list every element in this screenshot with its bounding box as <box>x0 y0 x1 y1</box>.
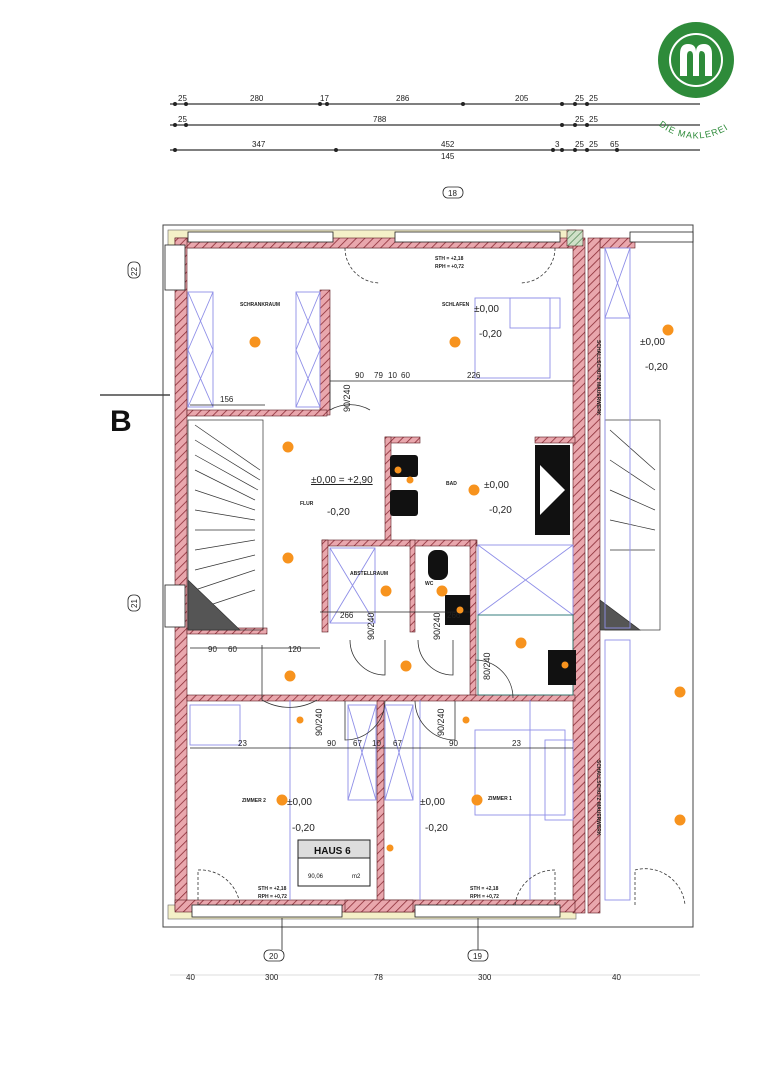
dim-label: 226 <box>467 371 481 380</box>
company-logo: DIE MAKLEREI <box>657 22 734 141</box>
room-label: ABSTELLRAUM <box>350 571 388 577</box>
room-label: ZIMMER 1 <box>488 796 512 802</box>
ceiling-light-icons <box>249 324 686 852</box>
axis-label: 20 <box>269 952 278 961</box>
dim-label: 67 <box>393 739 402 748</box>
room-label: ZIMMER 2 <box>242 798 266 804</box>
dim-label: 60 <box>228 645 237 654</box>
elevation-label: -0,20 <box>425 823 448 834</box>
walls <box>174 229 636 914</box>
elevation-label: ±0,00 = +2,90 <box>311 475 373 486</box>
dim-label: 40 <box>612 973 621 982</box>
logo-name: DIE MAKLEREI <box>657 119 729 141</box>
room-label: WC <box>425 581 434 587</box>
dim-label: 120 <box>288 645 302 654</box>
dim-label: 78 <box>374 973 383 982</box>
dim-label: 25 <box>178 115 187 124</box>
dim-label: 25 <box>589 140 598 149</box>
elevation-label: RPH = +0,72 <box>258 894 287 900</box>
dim-label: 90 <box>355 371 364 380</box>
wall-label: SCHALLSCHUTZ MAUERWERK <box>595 340 601 416</box>
dim-label: 60 <box>401 371 410 380</box>
door-size: 90/240 <box>342 384 352 412</box>
room-label: BAD <box>446 481 457 487</box>
door-size: 80/240 <box>482 652 492 680</box>
unit-area-unit: m2 <box>352 874 361 880</box>
wall-label: SCHALLSCHUTZ MAUERWERK <box>595 760 601 836</box>
dim-label: 300 <box>478 973 492 982</box>
axis-label: 18 <box>448 189 457 198</box>
door-size: 90/240 <box>314 708 324 736</box>
elevation-label: -0,20 <box>327 507 350 518</box>
dim-label: 90 <box>208 645 217 654</box>
axis-bubbles <box>127 186 489 962</box>
dim-label: 25 <box>589 94 598 103</box>
dim-label: 300 <box>265 973 279 982</box>
room-label: FLUR <box>300 501 314 507</box>
door-size: 90/240 <box>432 612 442 640</box>
dim-label: 25 <box>575 140 584 149</box>
dim-label: 90 <box>327 739 336 748</box>
axis-label: 21 <box>130 599 139 608</box>
dim-label: 25 <box>178 94 187 103</box>
elevation-label: -0,20 <box>479 329 502 340</box>
dim-label: 40 <box>186 973 195 982</box>
dim-label: 788 <box>373 115 387 124</box>
elevation-label: ±0,00 <box>287 797 312 808</box>
elevation-label: -0,20 <box>489 505 512 516</box>
unit-area: 90,06 <box>308 874 324 880</box>
svg-text:DIE MAKLEREI: DIE MAKLEREI <box>657 119 730 141</box>
dim-label: 266 <box>447 611 461 620</box>
dim-label: 205 <box>515 94 529 103</box>
dim-label: 23 <box>238 739 247 748</box>
elevation-label: ±0,00 <box>474 304 499 315</box>
dim-label: 23 <box>512 739 521 748</box>
axis-label: 19 <box>473 952 482 961</box>
dim-label: 17 <box>320 94 329 103</box>
dim-label: 347 <box>252 140 266 149</box>
bathroom-fixtures <box>390 445 576 685</box>
dim-label: 280 <box>250 94 264 103</box>
dim-label: 145 <box>441 152 455 161</box>
dim-label: 3 <box>555 140 560 149</box>
dim-label: 90 <box>449 739 458 748</box>
dimension-ticks <box>173 102 619 152</box>
dimension-lines-top <box>170 103 700 151</box>
interior-dimension-lines <box>190 380 575 749</box>
dim-label: 79 <box>374 371 383 380</box>
elevation-label: STH = +2,18 <box>435 256 464 262</box>
unit-box: HAUS 6 90,06 m2 <box>297 839 371 887</box>
unit-title: HAUS 6 <box>314 846 351 857</box>
door-size: 90/240 <box>366 612 376 640</box>
room-label: SCHRANKRAUM <box>240 302 280 308</box>
elevation-label: STH = +2,18 <box>470 886 499 892</box>
dim-label: 10 <box>372 739 381 748</box>
door-swings <box>197 247 686 906</box>
dim-label: 25 <box>575 94 584 103</box>
axis-label: 22 <box>130 267 139 276</box>
dim-label: 10 <box>388 371 397 380</box>
elevation-label: RPH = +0,72 <box>470 894 499 900</box>
dim-label: 25 <box>575 115 584 124</box>
elevation-label: -0,20 <box>645 362 668 373</box>
windows <box>164 231 694 918</box>
dim-label: 25 <box>589 115 598 124</box>
elevation-label: STH = +2,18 <box>258 886 287 892</box>
elevation-label: RPH = +0,72 <box>435 264 464 270</box>
elevation-label: ±0,00 <box>484 480 509 491</box>
section-marker: B <box>110 405 132 438</box>
dim-label: 156 <box>220 395 234 404</box>
dim-label: 67 <box>353 739 362 748</box>
dim-label: 266 <box>340 611 354 620</box>
dim-label: 286 <box>396 94 410 103</box>
dim-label: 452 <box>441 140 455 149</box>
dim-label: 65 <box>610 140 619 149</box>
elevation-label: -0,20 <box>292 823 315 834</box>
room-label: SCHLAFEN <box>442 302 470 308</box>
door-size: 90/240 <box>436 708 446 736</box>
elevation-label: ±0,00 <box>640 337 665 348</box>
elevation-label: ±0,00 <box>420 797 445 808</box>
